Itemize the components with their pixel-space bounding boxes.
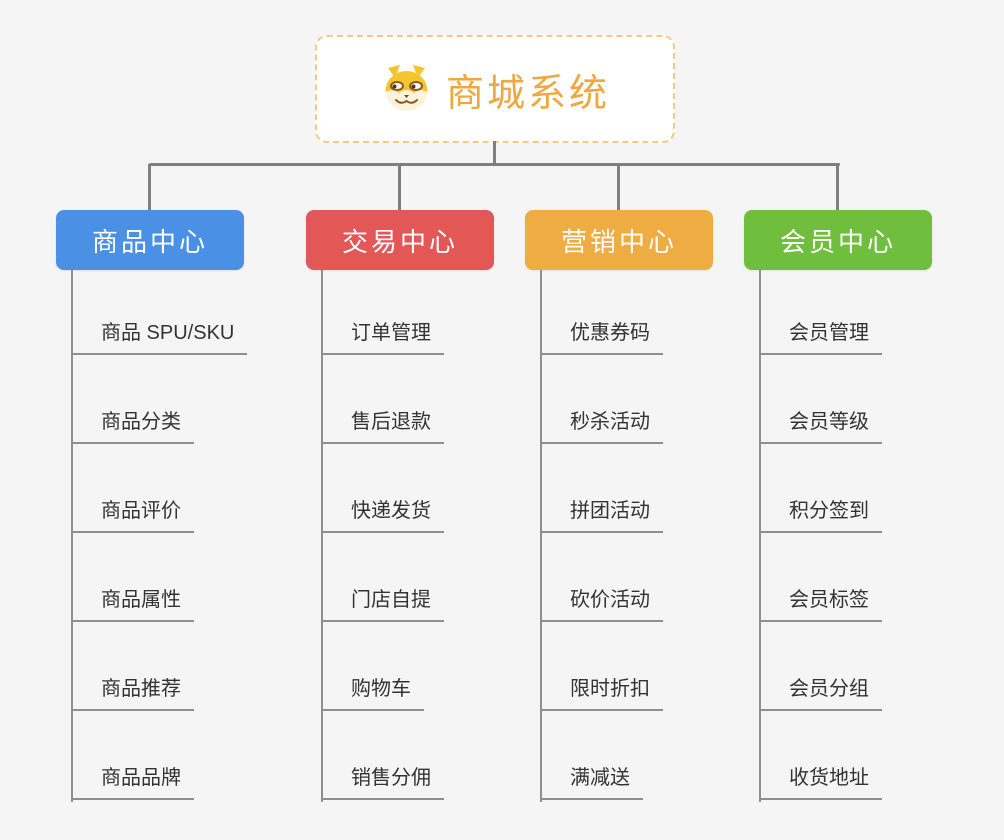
leaf-item[interactable]: 会员等级 (759, 410, 882, 444)
shiba-dog-icon (385, 65, 428, 111)
branch-product-center: 商品中心 商品 SPU/SKU 商品分类 商品评价 商品属性 商品推荐 商品品牌 (56, 210, 316, 810)
connector-trunk-line (321, 270, 323, 802)
branch-marketing-center: 营销中心 优惠券码 秒杀活动 拼团活动 砍价活动 限时折扣 满减送 (525, 210, 785, 810)
leaf-item[interactable]: 砍价活动 (540, 588, 663, 622)
branch-header-member[interactable]: 会员中心 (744, 210, 932, 270)
connector-root-stem (493, 141, 496, 165)
connector-drop-line (836, 164, 839, 210)
leaf-item[interactable]: 会员分组 (759, 677, 882, 711)
connector-trunk-line (71, 270, 73, 802)
connector-trunk-line (540, 270, 542, 802)
branch-member-center: 会员中心 会员管理 会员等级 积分签到 会员标签 会员分组 收货地址 (744, 210, 1004, 810)
leaf-item[interactable]: 门店自提 (321, 588, 444, 622)
branch-header-product[interactable]: 商品中心 (56, 210, 244, 270)
connector-drop-line (148, 164, 151, 210)
leaf-item[interactable]: 商品 SPU/SKU (71, 321, 248, 355)
leaf-item[interactable]: 商品属性 (71, 588, 194, 622)
leaf-item[interactable]: 满减送 (540, 766, 643, 800)
leaf-item[interactable]: 拼团活动 (540, 499, 663, 533)
branch-header-trade[interactable]: 交易中心 (306, 210, 494, 270)
leaf-item[interactable]: 会员标签 (759, 588, 882, 622)
leaf-item[interactable]: 秒杀活动 (540, 410, 663, 444)
leaf-item[interactable]: 订单管理 (321, 321, 444, 355)
leaf-item[interactable]: 购物车 (321, 677, 424, 711)
leaf-item[interactable]: 限时折扣 (540, 677, 663, 711)
leaf-item[interactable]: 优惠券码 (540, 321, 663, 355)
leaf-item[interactable]: 售后退款 (321, 410, 444, 444)
leaf-item[interactable]: 会员管理 (759, 321, 882, 355)
connector-drop-line (398, 164, 401, 210)
connector-drop-line (617, 164, 620, 210)
leaf-item[interactable]: 快递发货 (321, 499, 444, 533)
connector-bus-line (149, 163, 840, 166)
leaf-item[interactable]: 商品评价 (71, 499, 194, 533)
connector-trunk-line (759, 270, 761, 802)
leaf-item[interactable]: 商品分类 (71, 410, 194, 444)
leaf-item[interactable]: 收货地址 (759, 766, 882, 800)
root-title: 商城系统 (445, 72, 610, 115)
leaf-item[interactable]: 商品品牌 (71, 766, 194, 800)
leaf-item[interactable]: 商品推荐 (71, 677, 194, 711)
leaf-item[interactable]: 积分签到 (759, 499, 882, 533)
leaf-item[interactable]: 销售分佣 (321, 766, 444, 800)
root-node[interactable]: 商城系统 (315, 35, 675, 143)
branch-trade-center: 交易中心 订单管理 售后退款 快递发货 门店自提 购物车 销售分佣 (306, 210, 566, 810)
branch-header-marketing[interactable]: 营销中心 (525, 210, 713, 270)
